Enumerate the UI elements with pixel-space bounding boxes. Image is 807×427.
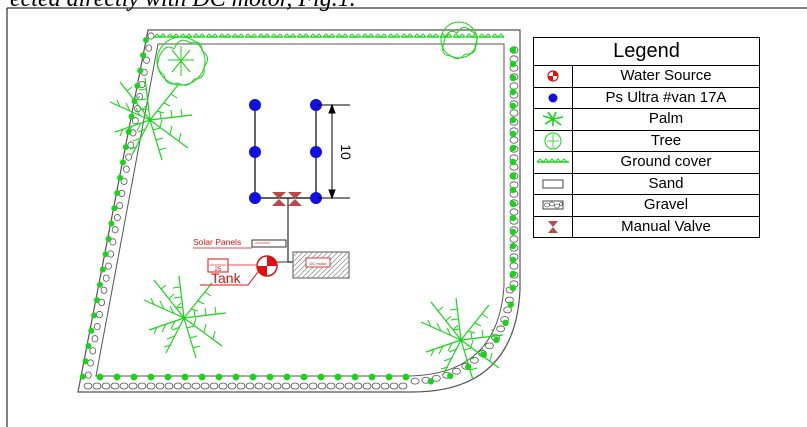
legend-row: Gravel xyxy=(534,195,759,217)
palm-icon xyxy=(542,111,564,127)
gravel-icon xyxy=(542,200,564,210)
dimension-label: 10 xyxy=(338,144,354,160)
water-source-icon xyxy=(256,255,278,277)
tree-icon xyxy=(156,36,208,86)
legend-label: Water Source xyxy=(620,67,712,84)
water-source-icon xyxy=(547,70,559,82)
solar-panels-label: Solar Panels xyxy=(193,237,241,247)
palm-icon xyxy=(109,77,193,161)
tree-icon xyxy=(544,132,562,150)
legend-row: Palm xyxy=(534,109,759,131)
legend-table: Legend Water Source Ps Ultra #van 17A Pa… xyxy=(533,37,760,238)
legend-label: Gravel xyxy=(643,196,689,213)
emitter-icon xyxy=(249,99,322,204)
palm-icon xyxy=(143,275,227,359)
legend-label: Palm xyxy=(648,110,684,127)
legend-label: Sand xyxy=(648,174,684,192)
gravel-strip xyxy=(83,32,519,390)
hatched-box: DC motor xyxy=(292,251,350,279)
box-label: DC motor xyxy=(309,261,327,266)
ground-cover-icon xyxy=(536,158,569,163)
tank-box-label: 25 xyxy=(215,267,222,273)
green-dots xyxy=(79,37,517,385)
manual-valve-icon xyxy=(548,220,558,233)
manual-valve-icon xyxy=(272,192,302,206)
legend-row: Sand xyxy=(534,173,759,195)
sand-icon xyxy=(542,179,564,189)
garden-boundary xyxy=(77,29,521,393)
emitter-icon xyxy=(548,93,558,103)
tree-icon xyxy=(440,21,478,60)
tank-label: Tank xyxy=(211,270,242,286)
legend-row: Water Source xyxy=(534,66,759,88)
legend-row: Tree xyxy=(534,130,759,152)
legend-label: Manual Valve xyxy=(621,217,711,235)
legend-label: Ground cover xyxy=(620,153,712,170)
legend-title: Legend xyxy=(534,38,759,66)
solar-panel-box xyxy=(251,239,287,248)
dimension-line xyxy=(318,103,350,200)
ground-cover-top xyxy=(153,33,505,38)
legend-label: Ps Ultra #van 17A xyxy=(605,88,727,106)
legend-row: Ps Ultra #van 17A xyxy=(534,87,759,109)
caption-text: ected directly with DC motor, Fig.1. xyxy=(10,0,356,13)
legend-row: Manual Valve xyxy=(534,216,759,237)
legend-label: Tree xyxy=(650,131,682,149)
legend-row: Ground cover xyxy=(534,152,759,174)
